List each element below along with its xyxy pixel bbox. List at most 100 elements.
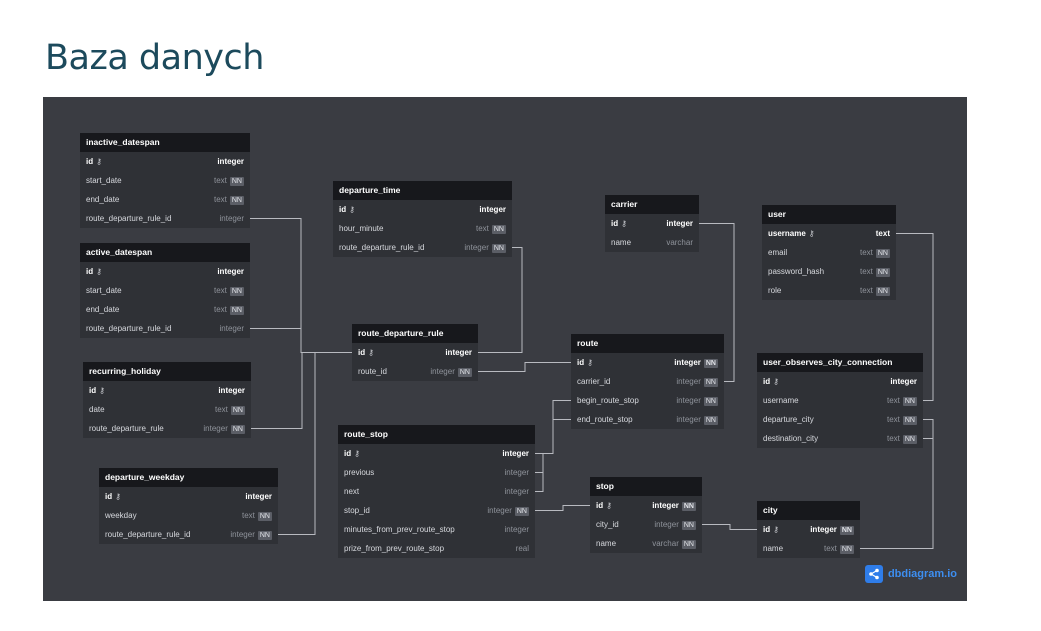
column-type-label: integer [430,367,455,376]
table-row[interactable]: id⚷integer [333,200,512,219]
table-header[interactable]: inactive_datespan [80,133,250,152]
table-header[interactable]: user_observes_city_connection [757,353,923,372]
column-name: end_route_stop [577,415,633,424]
not-null-badge: NN [230,425,245,434]
table-row[interactable]: id⚷integer [757,372,923,391]
column-name: id [596,501,604,510]
column-name: name [611,238,632,247]
table-row[interactable]: id⚷integer [80,262,250,281]
table-row[interactable]: id⚷integer [83,381,251,400]
table-header[interactable]: departure_weekday [99,468,278,487]
table-row[interactable]: id⚷integer [338,444,535,463]
column-name: next [344,487,360,496]
table-row[interactable]: username⚷text [762,224,896,243]
table-header[interactable]: active_datespan [80,243,250,262]
table-row[interactable]: id⚷integer [605,214,699,233]
not-null-badge: NN [230,406,245,415]
table-header[interactable]: user [762,205,896,224]
table-header[interactable]: stop [590,477,702,496]
column-type-label: text [213,176,227,185]
not-null-badge: NN [257,531,272,540]
table-row[interactable]: next integer [338,482,535,501]
relation-line [535,505,590,511]
not-null-badge: NN [902,416,917,425]
column-name: name [596,539,617,548]
table-row[interactable]: id⚷integer [352,343,478,362]
not-null-badge: NN [839,526,854,535]
table-header[interactable]: route_departure_rule [352,324,478,343]
column-type-label: integer [217,267,244,276]
column-name: id [86,157,94,166]
relation-links [250,218,934,549]
column-type-label: text [859,286,873,295]
column-name: stop_id [344,506,370,515]
primary-key-icon: ⚷ [354,449,360,458]
column-type-label: integer [504,487,529,496]
table-row[interactable]: name varchar [605,233,699,252]
column-type-label: text [875,229,890,238]
dbdiagram-brand[interactable]: dbdiagram.io [864,565,957,583]
table-row[interactable]: id⚷integer [99,487,278,506]
table-header[interactable]: carrier [605,195,699,214]
column-type: integer [245,487,272,506]
table-header[interactable]: route [571,334,724,353]
table-header[interactable]: city [757,501,860,520]
table-header[interactable]: recurring_holiday [83,362,251,381]
column-name: role [768,286,782,295]
primary-key-icon: ⚷ [368,348,374,357]
column-type: varchar [666,233,693,252]
table-row[interactable]: id⚷integer [80,152,250,171]
table-header[interactable]: departure_time [333,181,512,200]
column-name: prize_from_prev_route_stop [344,544,445,553]
table-header[interactable]: route_stop [338,425,535,444]
